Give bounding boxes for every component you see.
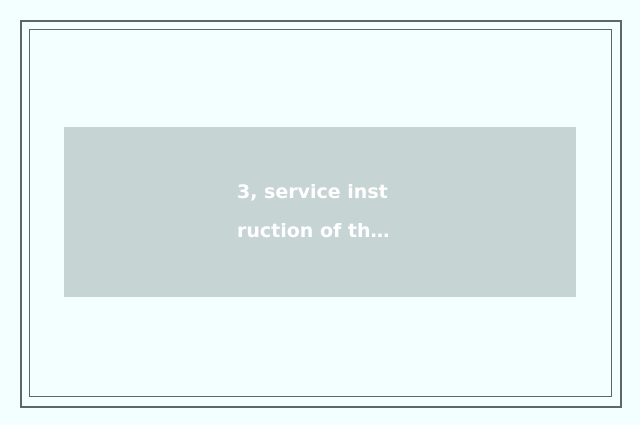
image-placeholder: 3, service inst ruction of th… bbox=[64, 127, 576, 297]
caption-line-1: 3, service inst bbox=[237, 181, 388, 203]
caption-line-2: ruction of th… bbox=[237, 220, 390, 242]
outer-frame-border bbox=[20, 20, 622, 408]
image-caption: 3, service inst ruction of th… bbox=[237, 173, 407, 251]
inner-frame-border bbox=[29, 29, 612, 397]
